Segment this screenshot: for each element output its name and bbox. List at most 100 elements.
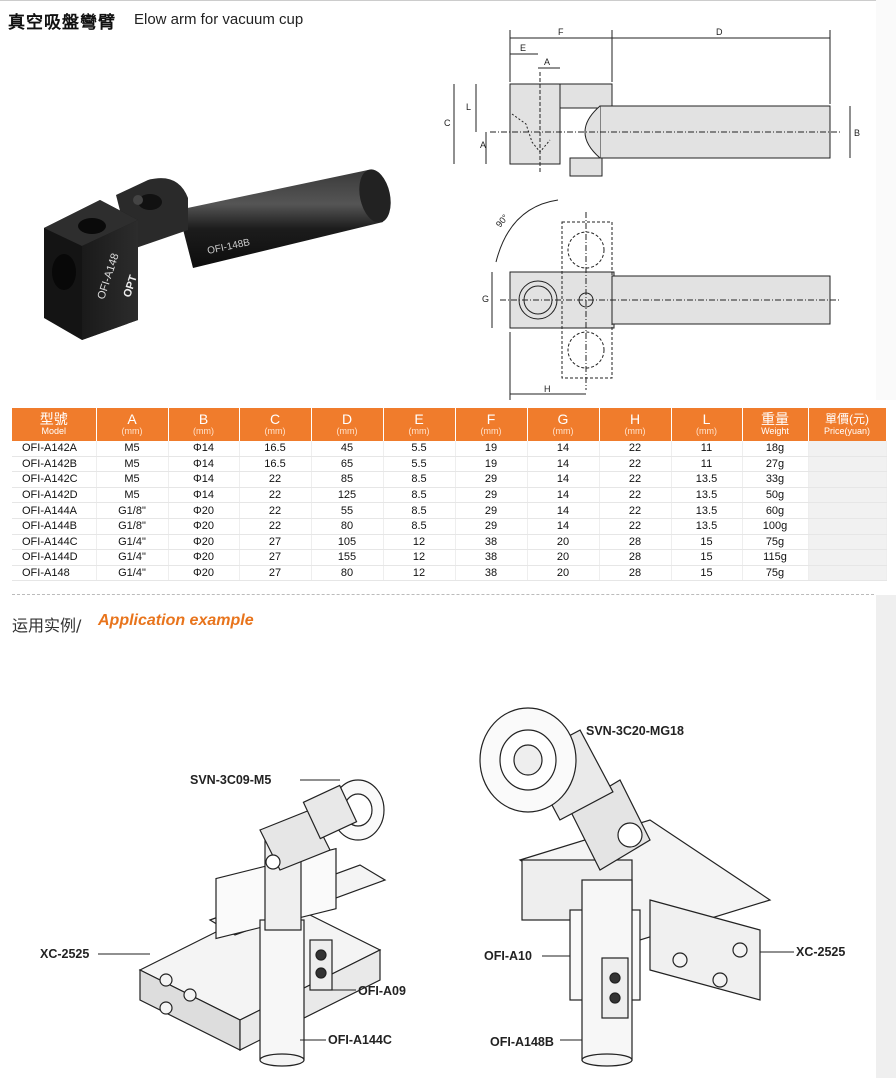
table-cell: Φ20 bbox=[168, 518, 240, 535]
table-cell: 22 bbox=[599, 502, 672, 519]
table-cell: G1/4" bbox=[96, 565, 169, 582]
table-cell: 19 bbox=[455, 441, 528, 457]
label-right-cup: SVN-3C20-MG18 bbox=[586, 724, 684, 738]
dim-d: D bbox=[716, 27, 723, 37]
table-cell: 14 bbox=[527, 456, 600, 473]
table-cell: 22 bbox=[599, 441, 672, 457]
table-cell: 115g bbox=[742, 549, 809, 566]
side-strip-lower bbox=[876, 595, 896, 1078]
cell-price bbox=[808, 456, 887, 473]
table-cell: 22 bbox=[599, 518, 672, 535]
cell-model: OFI-A144A bbox=[12, 502, 97, 519]
cell-model: OFI-A142C bbox=[12, 471, 97, 488]
table-cell: G1/8" bbox=[96, 502, 169, 519]
table-cell: Φ14 bbox=[168, 456, 240, 473]
th-e: E(mm) bbox=[383, 408, 456, 441]
th-f: F(mm) bbox=[455, 408, 528, 441]
top-rule bbox=[0, 0, 896, 1]
table-cell: Φ20 bbox=[168, 534, 240, 551]
table-cell: Φ14 bbox=[168, 471, 240, 488]
table-cell: 55 bbox=[311, 502, 384, 519]
table-cell: 12 bbox=[383, 534, 456, 551]
table-cell: 8.5 bbox=[383, 487, 456, 504]
table-cell: 14 bbox=[527, 502, 600, 519]
table-cell: M5 bbox=[96, 456, 169, 473]
table-cell: 12 bbox=[383, 549, 456, 566]
cell-model: OFI-A144C bbox=[12, 534, 97, 551]
table-cell: 125 bbox=[311, 487, 384, 504]
table-cell: 38 bbox=[455, 549, 528, 566]
table-cell: 14 bbox=[527, 441, 600, 457]
table-cell: 85 bbox=[311, 471, 384, 488]
table-cell: 11 bbox=[671, 441, 743, 457]
table-cell: 22 bbox=[239, 471, 312, 488]
table-cell: 19 bbox=[455, 456, 528, 473]
table-cell: 22 bbox=[599, 487, 672, 504]
table-cell: 18g bbox=[742, 441, 809, 457]
table-cell: 27g bbox=[742, 456, 809, 473]
dim-c: C bbox=[444, 118, 451, 128]
table-cell: 13.5 bbox=[671, 502, 743, 519]
cell-model: OFI-A142D bbox=[12, 487, 97, 504]
table-cell: 28 bbox=[599, 565, 672, 582]
application-left-illustration bbox=[138, 779, 387, 1067]
cell-price bbox=[808, 487, 887, 504]
table-cell: 22 bbox=[239, 518, 312, 535]
cell-model: OFI-A144B bbox=[12, 518, 97, 535]
table-cell: 75g bbox=[742, 534, 809, 551]
table-cell: 33g bbox=[742, 471, 809, 488]
dim-g: G bbox=[482, 294, 489, 304]
cell-model: OFI-A148 bbox=[12, 565, 97, 582]
side-strip bbox=[876, 0, 896, 400]
th-d: D(mm) bbox=[311, 408, 384, 441]
cell-price bbox=[808, 565, 887, 582]
label-left-profile: XC-2525 bbox=[40, 947, 90, 961]
table-cell: 5.5 bbox=[383, 456, 456, 473]
table-cell: 155 bbox=[311, 549, 384, 566]
th-h: H(mm) bbox=[599, 408, 672, 441]
table-cell: 5.5 bbox=[383, 441, 456, 457]
dim-a-side: A bbox=[480, 140, 486, 150]
table-cell: 29 bbox=[455, 471, 528, 488]
th-b: B(mm) bbox=[168, 408, 240, 441]
table-cell: 105 bbox=[311, 534, 384, 551]
table-cell: 8.5 bbox=[383, 471, 456, 488]
table-cell: 8.5 bbox=[383, 518, 456, 535]
th-c: C(mm) bbox=[239, 408, 312, 441]
cell-price bbox=[808, 549, 887, 566]
table-cell: 20 bbox=[527, 549, 600, 566]
table-cell: 60g bbox=[742, 502, 809, 519]
table-cell: 38 bbox=[455, 534, 528, 551]
table-cell: 75g bbox=[742, 565, 809, 582]
product-photo: OFI-A148 OPT OFI-148B bbox=[44, 169, 391, 340]
th-price: 單價(元)Price(yuan) bbox=[808, 408, 887, 441]
table-cell: 16.5 bbox=[239, 441, 312, 457]
cell-price bbox=[808, 534, 887, 551]
dim-angle: 90° bbox=[494, 212, 511, 229]
dim-l: L bbox=[466, 102, 471, 112]
table-cell: 38 bbox=[455, 565, 528, 582]
table-cell: G1/4" bbox=[96, 549, 169, 566]
table-cell: Φ20 bbox=[168, 565, 240, 582]
table-cell: G1/4" bbox=[96, 534, 169, 551]
cell-model: OFI-A142B bbox=[12, 456, 97, 473]
table-cell: 12 bbox=[383, 565, 456, 582]
dim-b: B bbox=[854, 128, 860, 138]
table-cell: 8.5 bbox=[383, 502, 456, 519]
cell-model: OFI-A144D bbox=[12, 549, 97, 566]
table-cell: 27 bbox=[239, 534, 312, 551]
table-cell: 45 bbox=[311, 441, 384, 457]
table-cell: 80 bbox=[311, 518, 384, 535]
table-cell: 15 bbox=[671, 565, 743, 582]
table-cell: Φ14 bbox=[168, 441, 240, 457]
table-cell: G1/8" bbox=[96, 518, 169, 535]
label-left-arm: OFI-A144C bbox=[328, 1033, 392, 1047]
th-l: L(mm) bbox=[671, 408, 743, 441]
label-right-arm: OFI-A148B bbox=[490, 1035, 554, 1049]
